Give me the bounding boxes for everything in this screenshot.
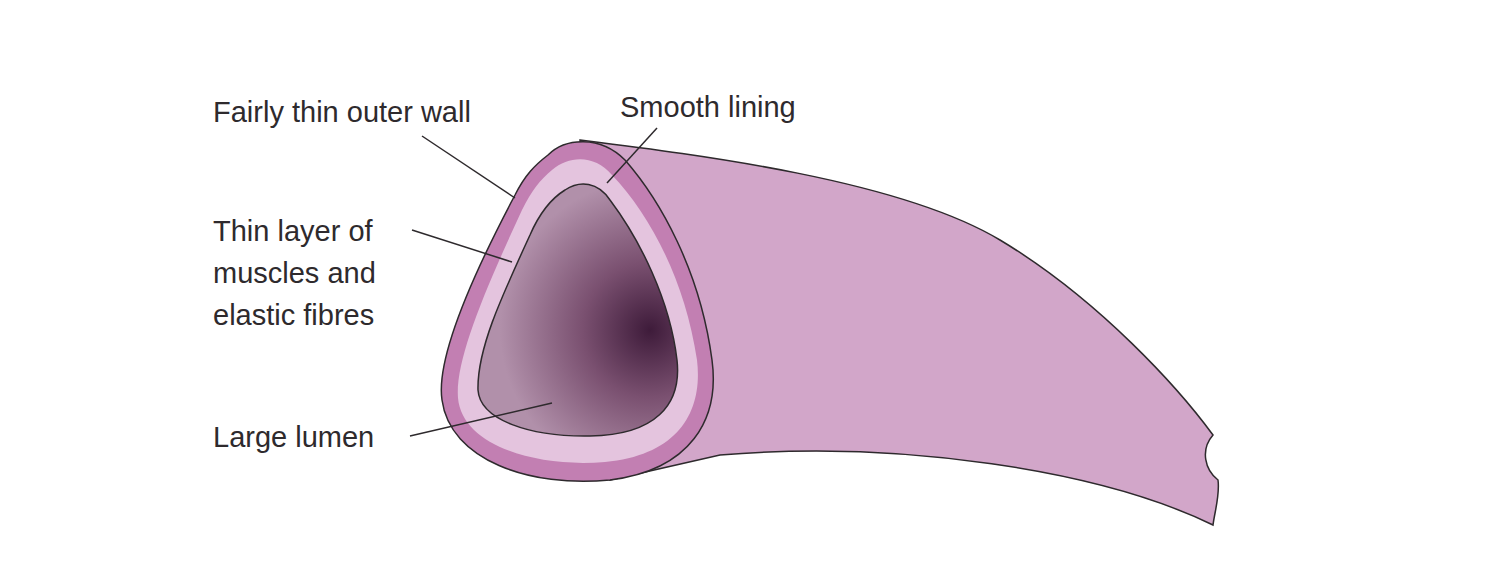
leader-line (607, 128, 657, 183)
muscle-layer (458, 159, 698, 463)
leader-line (410, 403, 552, 436)
leader-line (422, 136, 515, 198)
part-label: Thin layer of muscles and elastic fibres (213, 210, 443, 336)
lumen (478, 184, 678, 436)
part-label: Large lumen (213, 416, 513, 458)
part-label: Fairly thin outer wall (213, 91, 633, 133)
outer-wall (441, 142, 713, 482)
part-label: Smooth lining (620, 86, 920, 128)
leader-line (412, 230, 512, 262)
